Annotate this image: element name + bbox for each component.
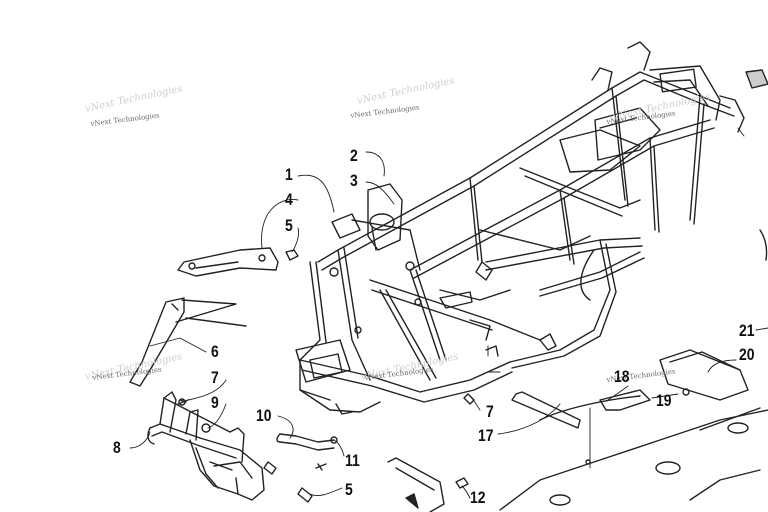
callout-19: 19 xyxy=(656,391,672,410)
leader-lines xyxy=(129,127,768,499)
brace xyxy=(129,297,247,387)
callout-12: 12 xyxy=(470,488,486,507)
callout-7b: 7 xyxy=(486,402,494,421)
callout-5b: 5 xyxy=(345,480,353,499)
callout-2: 2 xyxy=(350,146,358,165)
callout-6: 6 xyxy=(211,342,219,361)
callout-10: 10 xyxy=(256,406,272,425)
skid-plates xyxy=(499,349,768,511)
callout-21: 21 xyxy=(739,321,755,340)
callout-9: 9 xyxy=(211,393,219,412)
front-bracket xyxy=(177,247,299,277)
front-bumper xyxy=(147,391,265,501)
tow-hardware xyxy=(177,393,475,503)
callout-1: 1 xyxy=(285,165,293,184)
callout-3: 3 xyxy=(350,171,358,190)
callout-8: 8 xyxy=(113,438,121,457)
callout-18: 18 xyxy=(614,367,630,386)
callout-4: 4 xyxy=(285,190,293,209)
main-frame xyxy=(295,41,745,415)
callout-5: 5 xyxy=(285,216,293,235)
callout-7: 7 xyxy=(211,368,219,387)
callout-20: 20 xyxy=(739,345,755,364)
lower-bracket xyxy=(387,457,469,512)
callout-11: 11 xyxy=(345,451,360,470)
right-edge-parts xyxy=(745,69,768,261)
callout-17: 17 xyxy=(478,426,494,445)
